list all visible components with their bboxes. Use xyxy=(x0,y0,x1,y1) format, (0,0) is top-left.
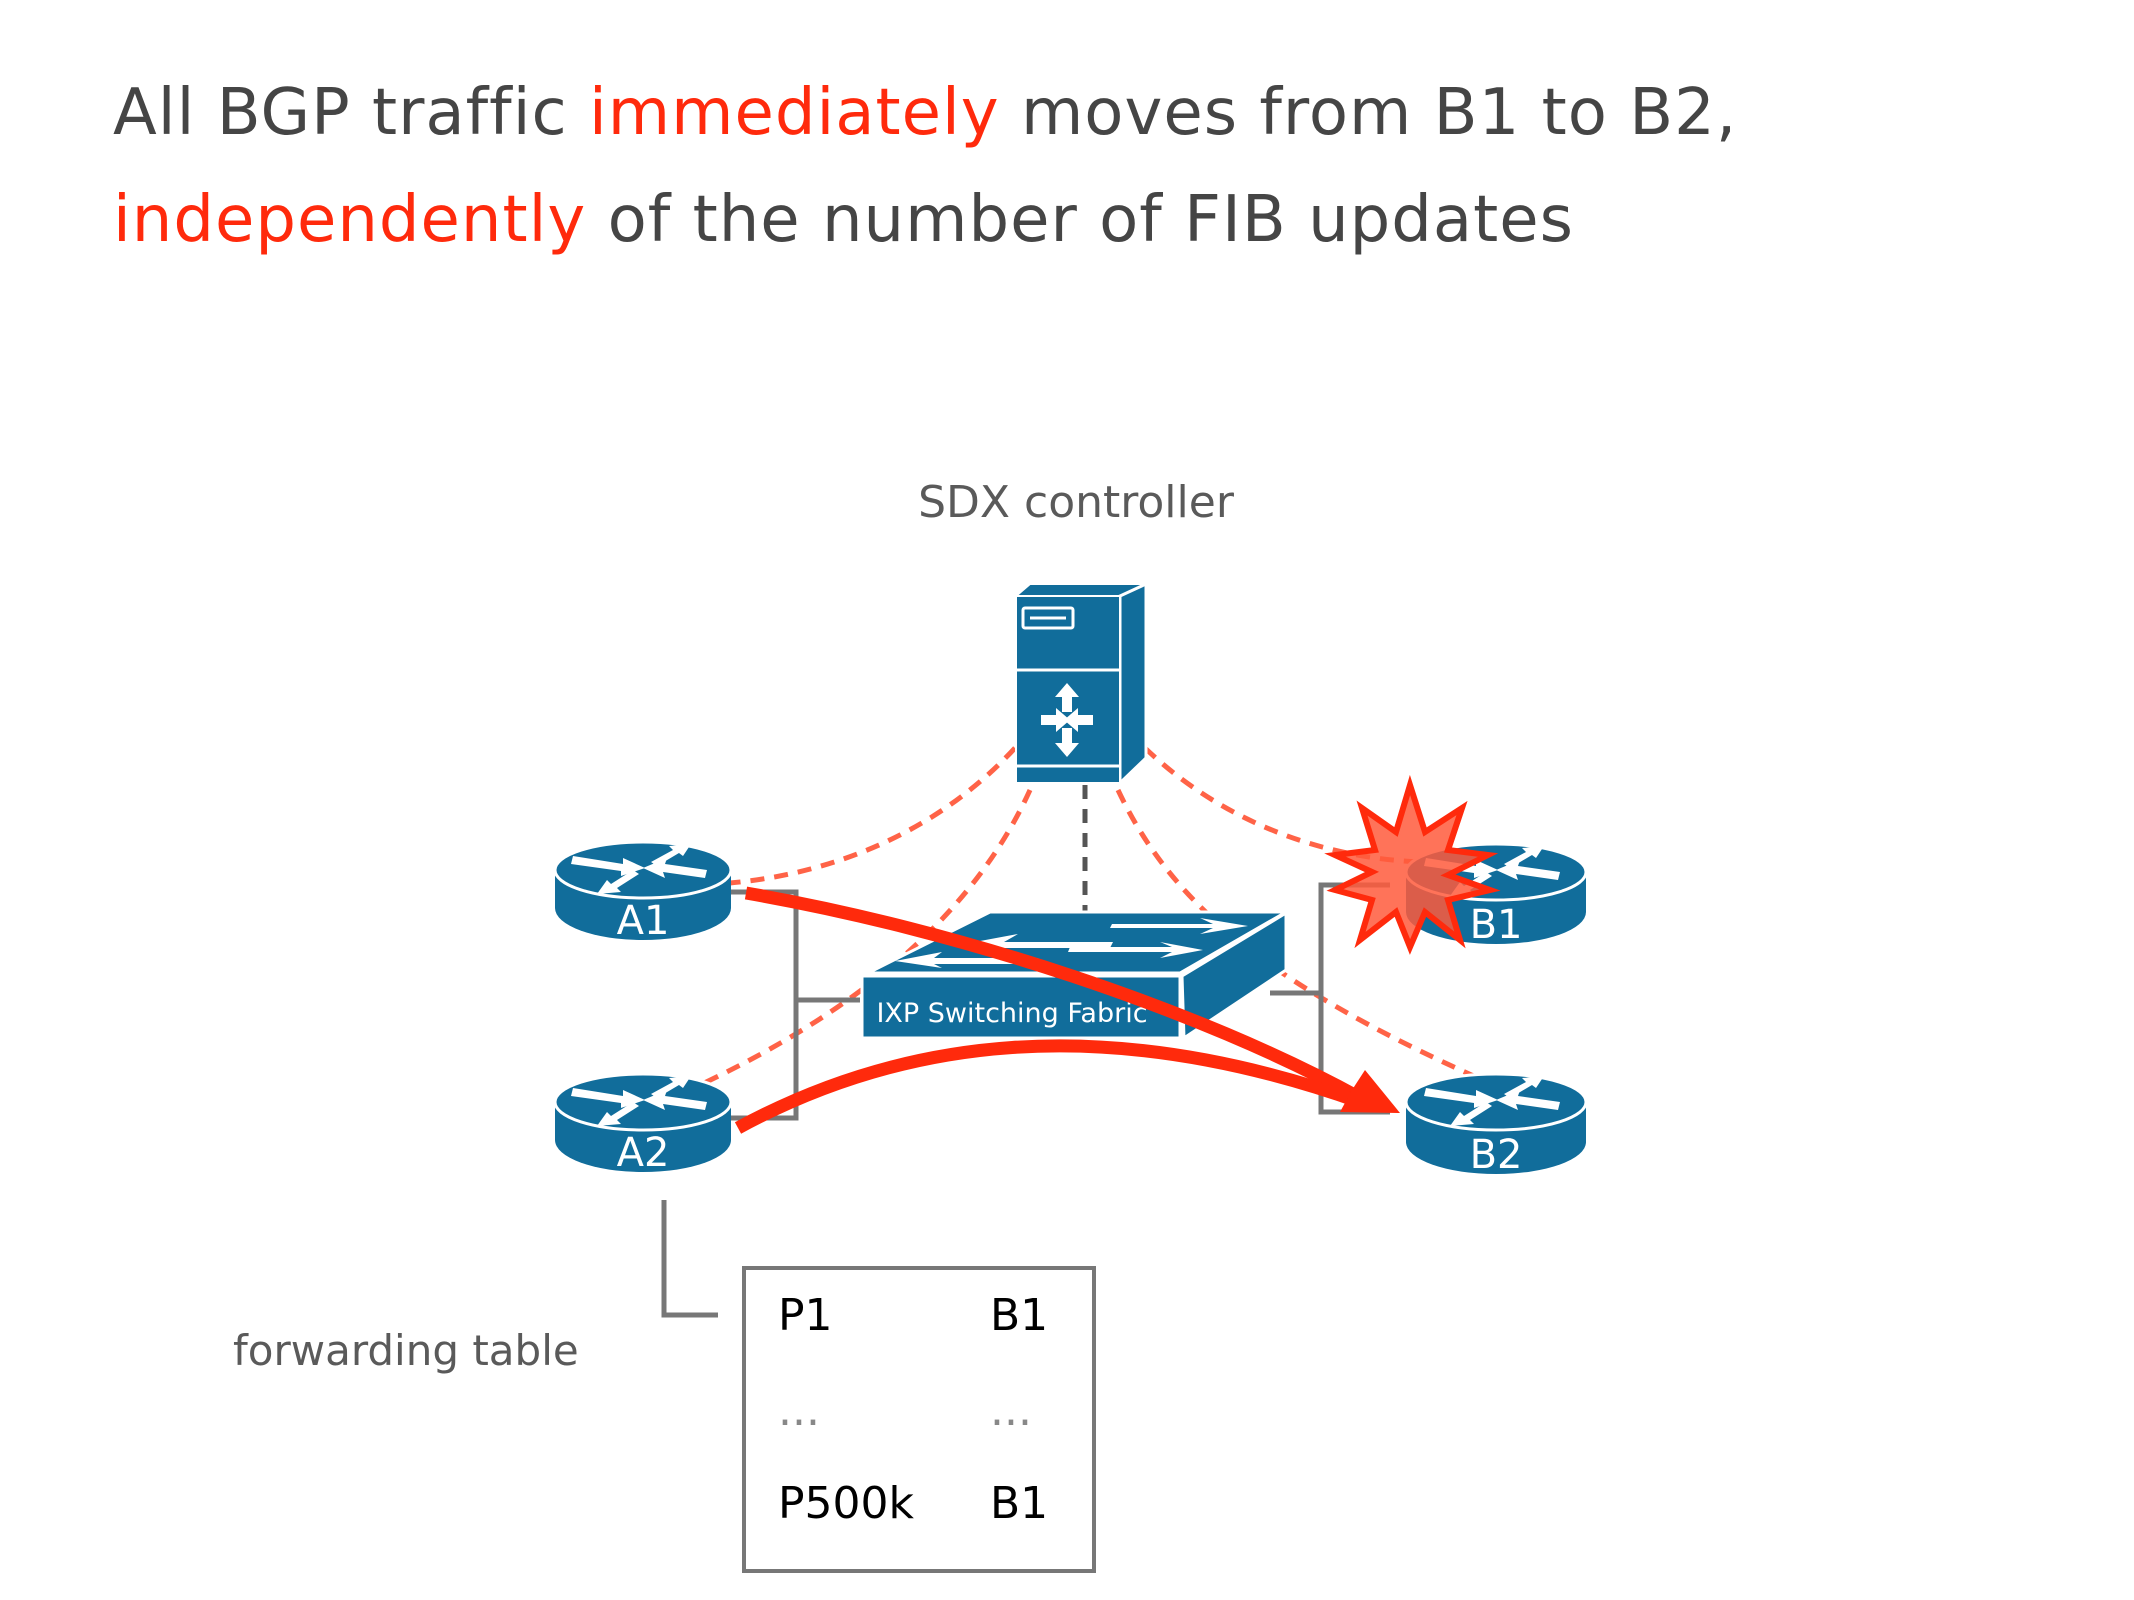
fib-nexthop-1: B1 xyxy=(990,1290,1048,1341)
sdx-controller-icon[interactable] xyxy=(1013,581,1148,787)
router-b2-label: B2 xyxy=(1470,1132,1523,1178)
router-a2-label: A2 xyxy=(617,1130,670,1176)
left-bracket xyxy=(730,889,799,1121)
forwarding-table xyxy=(742,1266,1096,1573)
traffic-arrowhead xyxy=(1340,1070,1400,1113)
title-text: All BGP traffic xyxy=(113,76,589,150)
fib-nexthop-ellipsis: ... xyxy=(990,1385,1032,1436)
explosion-icon xyxy=(1324,774,1501,955)
title-line-2: independently of the number of FIB updat… xyxy=(113,183,1574,257)
fib-prefix-ellipsis: ... xyxy=(778,1385,820,1436)
table-connector xyxy=(661,1200,718,1318)
title-text: of the number of FIB updates xyxy=(586,183,1574,257)
router-a1[interactable]: A1 xyxy=(553,840,733,944)
title-text: moves from B1 to B2, xyxy=(999,76,1738,150)
traffic-path-a2 xyxy=(734,1039,1363,1134)
forwarding-table-rows: P1 B1 ... ... P500k B1 xyxy=(778,1290,1048,1529)
forwarding-table-label: forwarding table xyxy=(233,1326,579,1375)
router-a2[interactable]: A2 xyxy=(553,1072,733,1176)
title-highlight-immediately: immediately xyxy=(589,76,1000,150)
title-line-1: All BGP traffic immediately moves from B… xyxy=(113,76,1737,150)
traffic-paths xyxy=(734,886,1364,1134)
title-highlight-independently: independently xyxy=(113,183,587,257)
fib-prefix-last: P500k xyxy=(778,1478,915,1529)
sdx-controller-label: SDX controller xyxy=(918,477,1235,528)
switch-label: IXP Switching Fabric xyxy=(876,998,1147,1029)
router-b2[interactable]: B2 xyxy=(1404,1072,1588,1178)
router-a1-label: A1 xyxy=(617,898,670,944)
router-b1-label: B1 xyxy=(1470,902,1523,948)
fib-prefix-1: P1 xyxy=(778,1290,833,1341)
control-link-a2 xyxy=(698,788,1033,1088)
traffic-path-a1 xyxy=(744,886,1364,1104)
control-link-b2 xyxy=(1115,788,1480,1081)
control-link-a1 xyxy=(729,746,1017,886)
fib-nexthop-last: B1 xyxy=(990,1478,1048,1529)
ixp-switch-icon[interactable]: IXP Switching Fabric xyxy=(860,910,1292,1041)
